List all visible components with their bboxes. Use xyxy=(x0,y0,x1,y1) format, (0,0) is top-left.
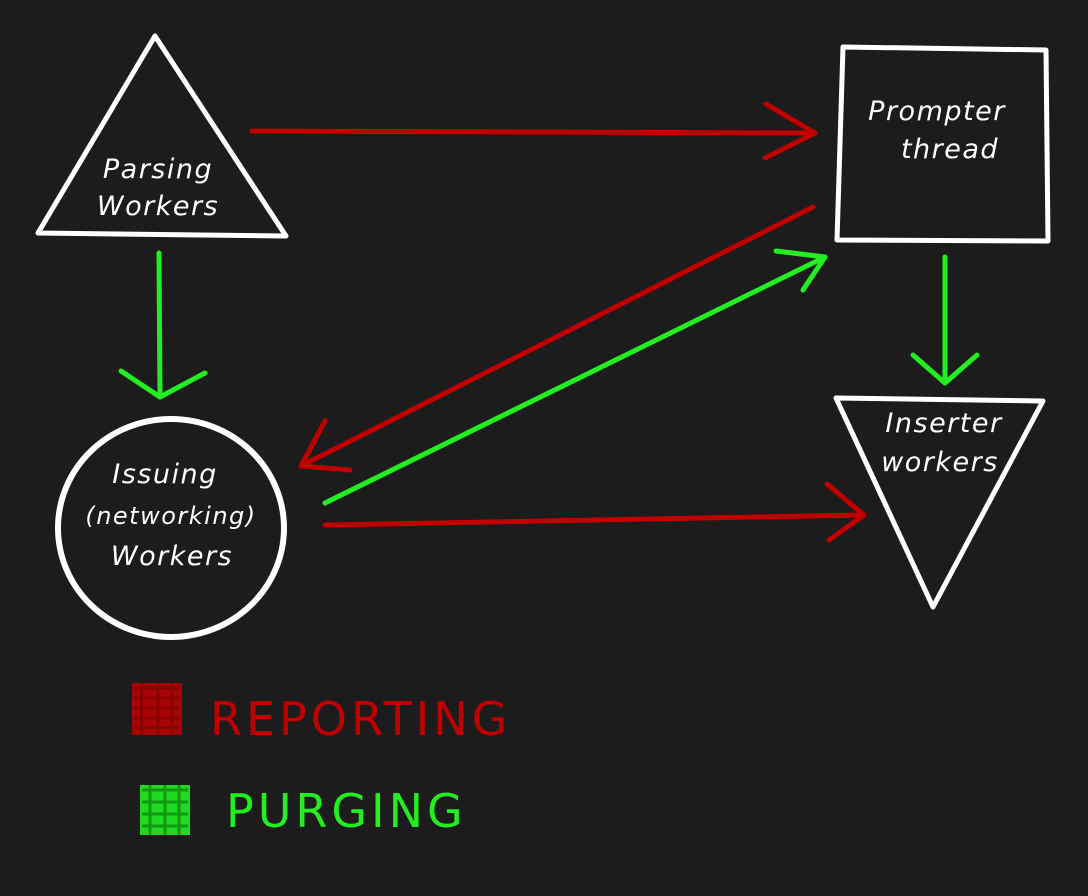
arrowhead-icon xyxy=(910,352,980,386)
edge-prompter-to-inserter-purging xyxy=(910,254,980,386)
edge-prompter-to-issuing-reporting xyxy=(298,204,816,473)
purging-swatch-icon xyxy=(140,785,190,835)
circle-shape xyxy=(55,416,287,640)
node-inserter-label-2: workers xyxy=(881,447,999,478)
legend-reporting-label: REPORTING xyxy=(210,692,511,746)
triangle-shape xyxy=(35,33,289,239)
arrowhead-icon xyxy=(118,368,208,400)
arrow-line xyxy=(322,254,828,506)
edge-issuing-to-prompter-purging xyxy=(322,248,828,506)
square-shape xyxy=(834,44,1051,244)
legend-item-purging: PURGING xyxy=(140,784,467,838)
arrow-line xyxy=(298,204,816,469)
node-inserter-label-1: Inserter xyxy=(885,408,1003,439)
arrowhead-icon xyxy=(298,418,353,473)
arrow-line xyxy=(322,512,867,528)
edge-parsing-to-prompter-reporting xyxy=(249,101,818,161)
node-issuing-workers: Issuing (networking) Workers xyxy=(55,416,287,640)
inverted-triangle-shape xyxy=(833,395,1046,610)
edge-parsing-to-issuing-purging xyxy=(118,250,208,400)
reporting-swatch-icon xyxy=(132,683,182,735)
arrow-line xyxy=(249,128,818,136)
arrowhead-icon xyxy=(773,248,828,293)
edge-issuing-to-inserter-reporting xyxy=(322,481,867,543)
node-parsing-label-1: Parsing xyxy=(103,154,213,185)
node-issuing-label-2: (networking) xyxy=(85,502,256,530)
node-issuing-label-3: Workers xyxy=(111,541,233,572)
node-prompter-thread: Prompter thread xyxy=(834,44,1051,244)
legend-item-reporting: REPORTING xyxy=(132,683,511,746)
node-prompter-label-2: thread xyxy=(901,134,999,165)
legend-purging-label: PURGING xyxy=(226,784,467,838)
arrowhead-icon xyxy=(824,481,867,543)
node-issuing-label-1: Issuing xyxy=(112,459,217,490)
node-parsing-label-2: Workers xyxy=(97,191,219,222)
arrow-line xyxy=(156,250,163,400)
node-inserter-workers: Inserter workers xyxy=(833,395,1046,610)
arrowhead-icon xyxy=(762,101,818,161)
node-prompter-label-1: Prompter xyxy=(868,96,1006,127)
legend: REPORTING PURGING xyxy=(132,683,511,838)
node-parsing-workers: Parsing Workers xyxy=(35,33,289,239)
